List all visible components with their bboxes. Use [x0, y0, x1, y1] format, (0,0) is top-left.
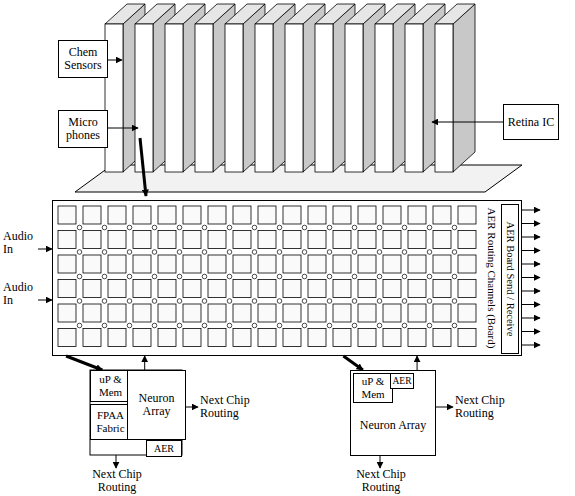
block-label: Chem Sensors — [59, 46, 107, 72]
circuit-board: AER Routing Channels (Board) AER Board Se… — [52, 200, 522, 356]
block: AER — [390, 373, 414, 389]
leader-lines — [38, 60, 503, 468]
block-label: Retina IC — [508, 116, 554, 129]
block: AER Board Send / Receive — [501, 204, 519, 354]
connector-arrow — [66, 356, 102, 370]
block-label: Neuron Array — [360, 419, 426, 432]
board-grid — [58, 206, 476, 347]
board-output-arrows — [522, 210, 540, 345]
routing-label: Next Chip Routing — [200, 394, 260, 420]
routing-label: Next Chip Routing — [350, 468, 412, 494]
block-label: uP & Mem — [91, 373, 130, 399]
block-label: Neuron Array — [128, 392, 185, 418]
connector-arrow — [343, 356, 363, 370]
connector-arrow — [144, 356, 145, 370]
block-label: AER Routing Channels (Board) — [485, 207, 498, 350]
block-label: FPAA Fabric — [91, 409, 130, 435]
block: Neuron Array — [127, 370, 186, 440]
block: uP & Mem — [353, 373, 393, 403]
block-label: Micro phones — [59, 116, 107, 142]
block: AER — [146, 440, 182, 457]
signal-label: Audio In — [3, 230, 39, 256]
block: Chem Sensors — [58, 40, 108, 78]
chip: Neuron Array uP & MemAER — [350, 370, 436, 456]
block-label: AER — [393, 375, 412, 388]
block: Micro phones — [58, 110, 108, 148]
sensor-boards — [105, 4, 475, 172]
block-label: AER — [154, 442, 174, 455]
routing-label: Next Chip Routing — [455, 394, 515, 420]
routing-label: Next Chip Routing — [86, 468, 148, 494]
block: Retina IC — [503, 104, 559, 140]
connector-arrow — [417, 356, 418, 370]
block: uP & Mem — [90, 370, 131, 402]
signal-label: Audio In — [3, 281, 39, 307]
block-label: uP & Mem — [354, 375, 392, 401]
block-label: AER Board Send / Receive — [504, 221, 517, 338]
block: FPAA Fabric — [90, 404, 131, 440]
